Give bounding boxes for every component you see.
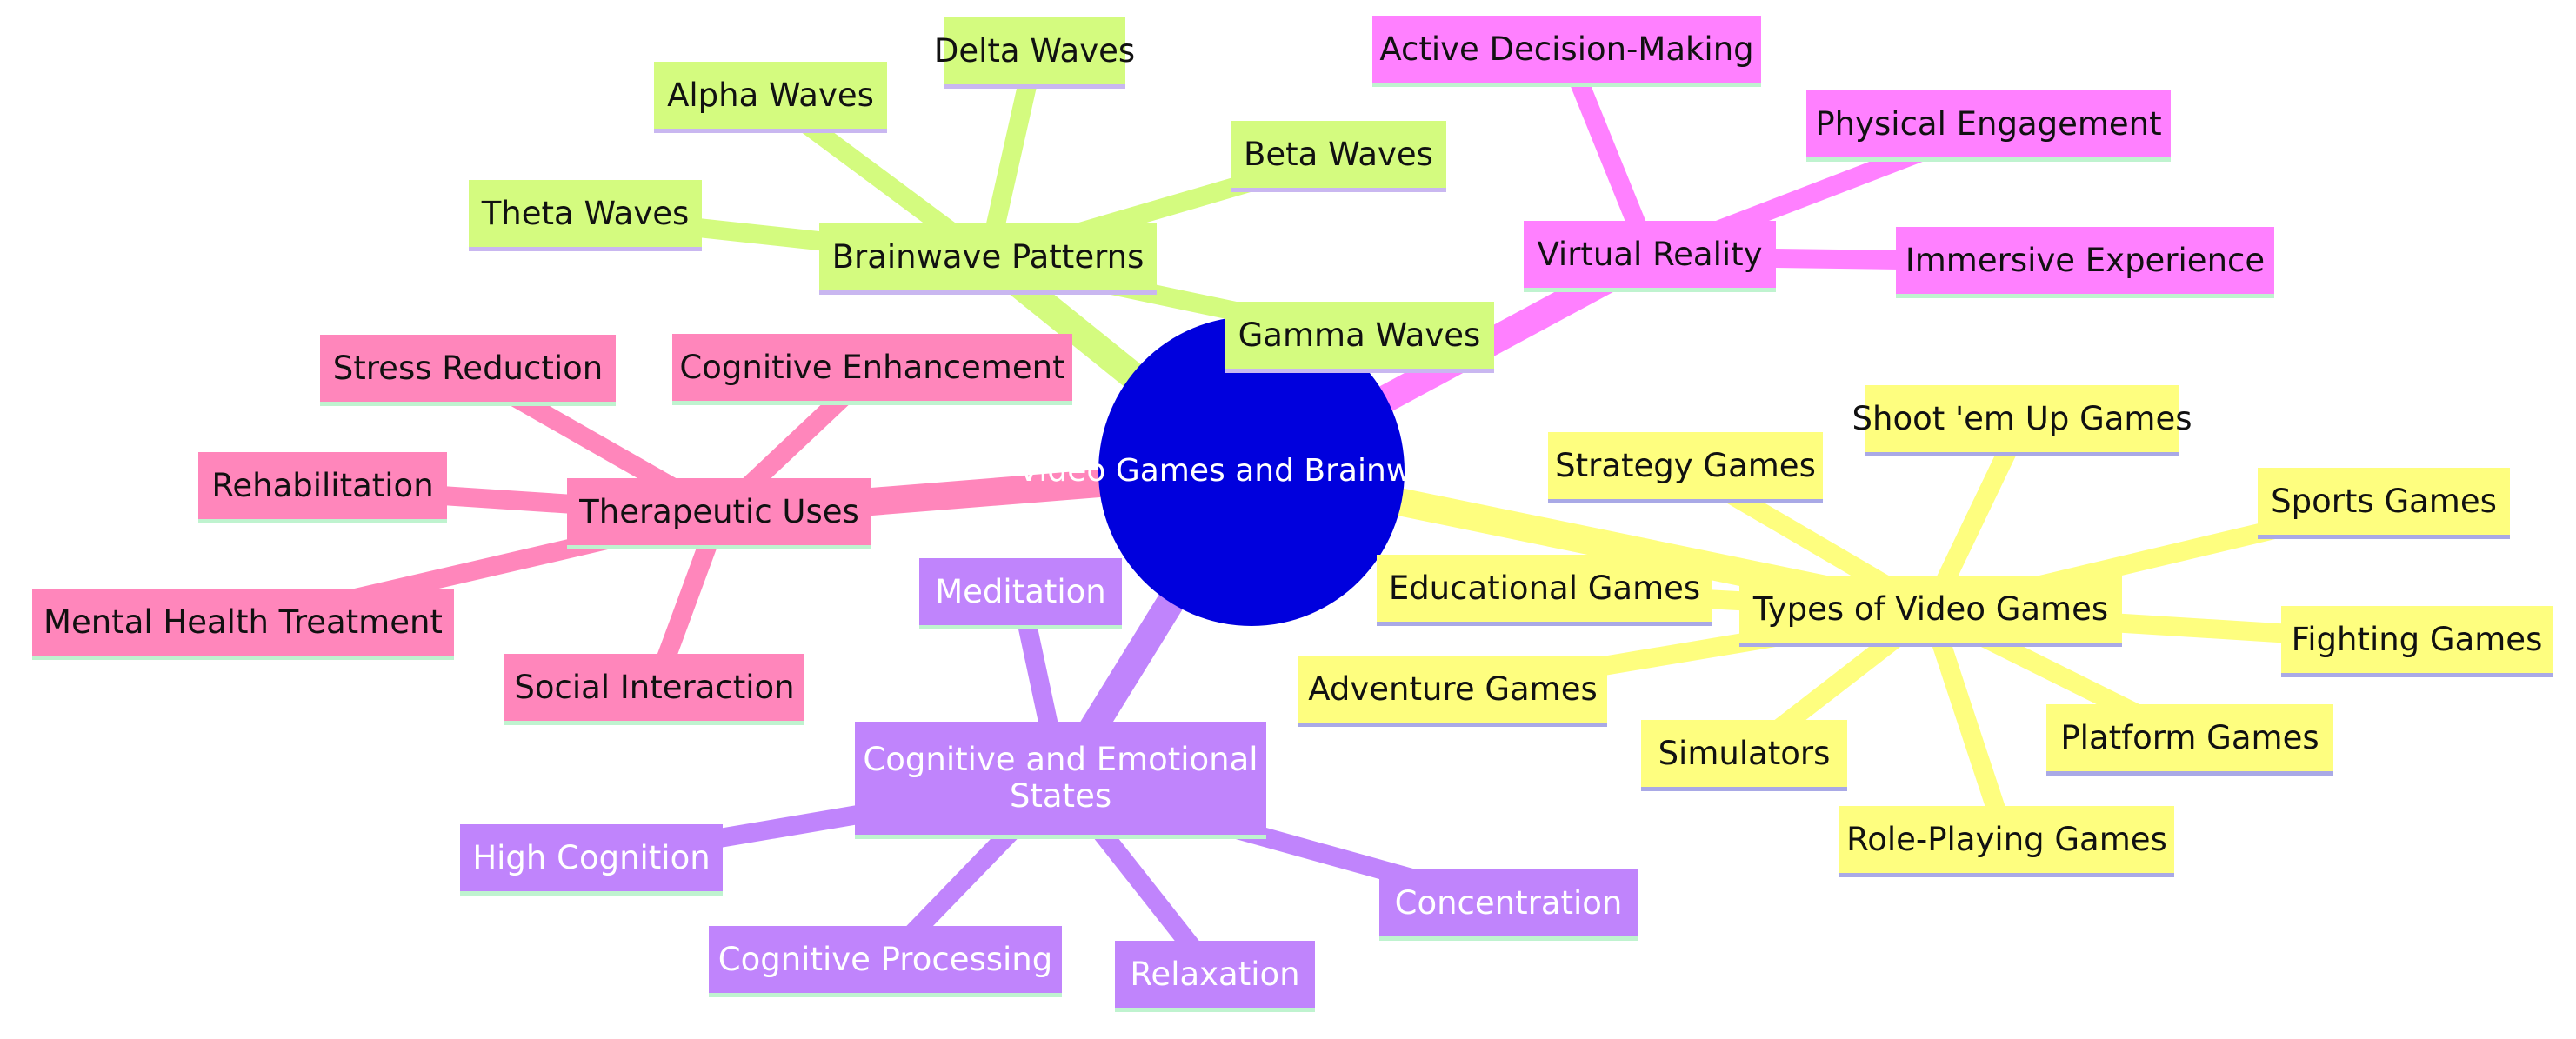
leaf-label: Platform Games [2060,718,2319,756]
leaf-meditation: Meditation [919,558,1122,629]
leaf-social-interaction: Social Interaction [504,654,804,725]
leaf-concentration: Concentration [1379,869,1638,941]
leaf-label: Immersive Experience [1905,241,2266,279]
edge-types-rpg [1921,602,2017,851]
leaf-adventure-games: Adventure Games [1298,656,1607,727]
leaf-label: Beta Waves [1244,135,1433,173]
leaf-label: High Cognition [472,838,711,876]
leaf-label: Theta Waves [481,194,690,232]
branch-label: Types of Video Games [1752,589,2109,628]
leaf-label: Role-Playing Games [1846,820,2167,858]
branch-label: Cognitive and Emotional States [863,741,1258,815]
leaf-label: Fighting Games [2291,620,2543,658]
leaf-label: Physical Engagement [1815,104,2162,143]
leaf-alpha-waves: Alpha Waves [654,62,887,133]
leaf-simulators: Simulators [1641,720,1847,791]
leaf-shoot-em-up-games: Shoot 'em Up Games [1852,385,2192,456]
leaf-fighting-games: Fighting Games [2281,606,2553,677]
branch-types-of-video-games: Types of Video Games [1739,576,2122,647]
leaf-platform-games: Platform Games [2046,704,2333,776]
leaf-label: Shoot 'em Up Games [1852,399,2192,437]
leaf-label: Concentration [1394,883,1623,922]
leaf-label: Mental Health Treatment [43,603,443,641]
leaf-label: Social Interaction [514,668,795,706]
leaf-label: Strategy Games [1555,446,1816,484]
leaf-label: Sports Games [2271,482,2497,520]
branch-label: Therapeutic Uses [579,492,859,530]
leaf-label: Simulators [1658,734,1831,772]
branch-label: Brainwave Patterns [831,237,1145,276]
leaf-label: Stress Reduction [332,349,604,387]
leaf-cognitive-processing: Cognitive Processing [709,926,1062,997]
leaf-label: Adventure Games [1308,669,1598,708]
leaf-strategy-games: Strategy Games [1548,432,1823,503]
branch-cognitive-and-emotional-states: Cognitive and Emotional States [855,722,1266,839]
leaf-label: Rehabilitation [211,466,434,504]
leaf-theta-waves: Theta Waves [469,180,702,251]
leaf-label: Alpha Waves [667,76,874,114]
leaf-physical-engagement: Physical Engagement [1806,90,2171,162]
leaf-role-playing-games: Role-Playing Games [1839,806,2174,877]
leaf-label: Meditation [935,572,1106,610]
leaf-relaxation: Relaxation [1115,941,1315,1012]
leaf-cognitive-enhancement: Cognitive Enhancement [672,334,1072,405]
leaf-gamma-waves: Gamma Waves [1225,302,1494,373]
leaf-label: Cognitive Enhancement [679,348,1065,386]
leaf-label: Relaxation [1130,955,1300,993]
leaf-label: Cognitive Processing [717,940,1053,978]
branch-brainwave-patterns: Brainwave Patterns [819,223,1157,295]
leaf-delta-waves: Delta Waves [934,17,1135,89]
leaf-label: Educational Games [1388,569,1701,607]
leaf-label: Active Decision-Making [1379,30,1754,68]
leaf-active-decision-making: Active Decision-Making [1372,16,1761,87]
branch-therapeutic-uses: Therapeutic Uses [567,478,871,549]
leaf-high-cognition: High Cognition [460,824,723,896]
leaf-stress-reduction: Stress Reduction [320,335,616,406]
leaf-sports-games: Sports Games [2258,468,2510,539]
leaf-beta-waves: Beta Waves [1231,121,1446,192]
leaf-label: Gamma Waves [1238,316,1481,354]
leaf-immersive-experience: Immersive Experience [1896,227,2274,298]
branch-virtual-reality: Virtual Reality [1524,221,1776,292]
leaf-rehabilitation: Rehabilitation [198,452,447,523]
root-label: Video Games and Brainwaves [1018,453,1485,489]
leaf-mental-health-treatment: Mental Health Treatment [32,589,454,660]
branch-label: Virtual Reality [1537,235,1763,273]
leaf-label: Delta Waves [933,31,1136,70]
leaf-educational-games: Educational Games [1377,555,1712,626]
